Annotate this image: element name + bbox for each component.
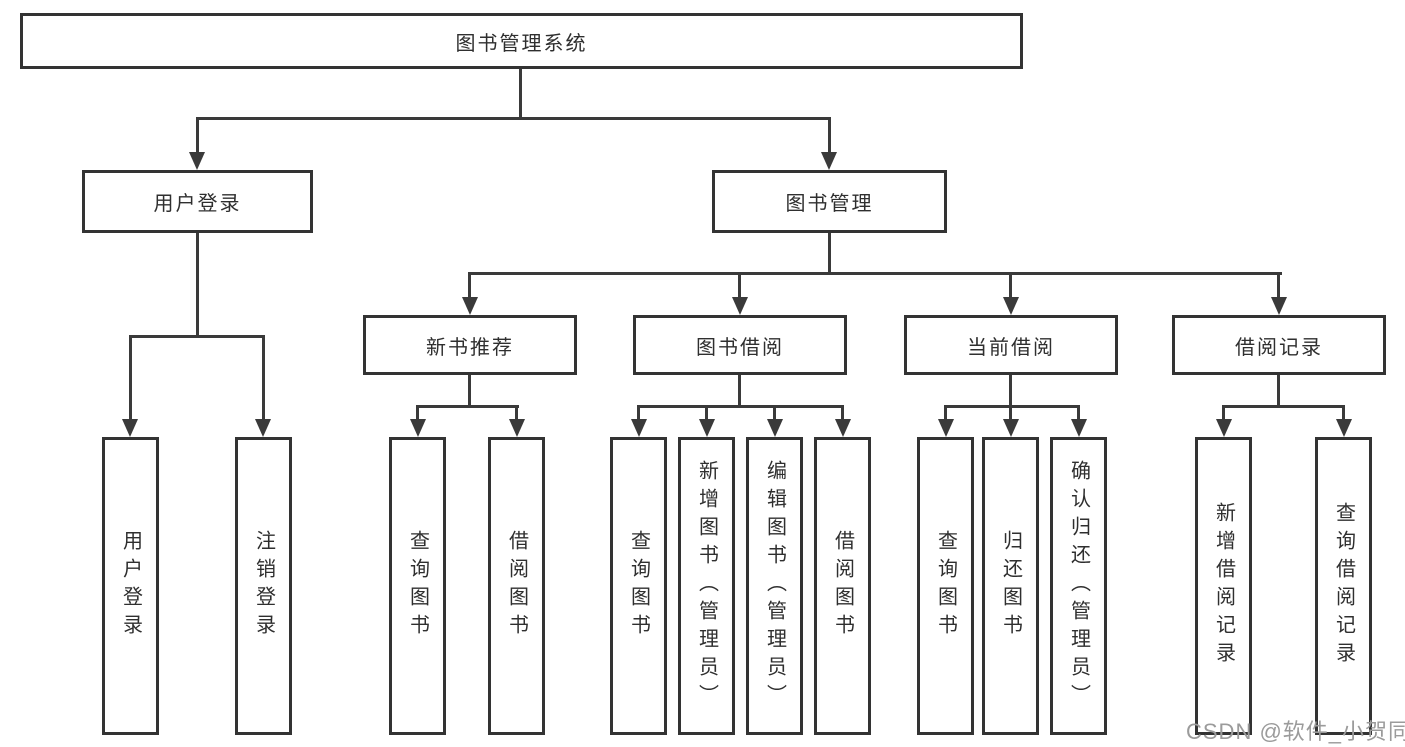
connector-userlogin-hline (129, 335, 265, 338)
connector-current-hline (944, 405, 1080, 408)
connector-bookmgmt-stub (828, 233, 831, 275)
leaf-add-books-admin-label: 新增图书（管理员） (695, 460, 718, 712)
connector-drop-leaf5 (637, 405, 640, 420)
leaf-user-login: 用户登录 (102, 437, 159, 735)
node-book-borrow-label: 图书借阅 (696, 336, 784, 359)
connector-newbooks-hline (416, 405, 519, 408)
connector-drop-bookmgmt (828, 117, 831, 153)
leaf-confirm-return-admin-label: 确认归还（管理员） (1067, 460, 1090, 712)
connector-drop-leaf13 (1342, 405, 1345, 420)
arrow-down-icon (699, 419, 715, 437)
arrow-down-icon (1271, 297, 1287, 315)
connector-borrow-stub (738, 375, 741, 408)
leaf-logout: 注销登录 (235, 437, 292, 735)
arrow-down-icon (1216, 419, 1232, 437)
leaf-query-books-recommend-label: 查询图书 (406, 530, 429, 642)
arrow-down-icon (189, 152, 205, 170)
leaf-query-books-current: 查询图书 (917, 437, 974, 735)
connector-borrow-hline (637, 405, 844, 408)
connector-drop-borrow (738, 272, 741, 298)
connector-drop-leaf3 (416, 405, 419, 420)
leaf-edit-books-admin-label: 编辑图书（管理员） (763, 460, 786, 712)
node-user-login-label: 用户登录 (153, 193, 242, 215)
arrow-down-icon (835, 419, 851, 437)
connector-root-stub (519, 69, 522, 119)
node-new-book-recommend-label: 新书推荐 (426, 336, 514, 359)
arrow-down-icon (767, 419, 783, 437)
leaf-query-books-recommend: 查询图书 (389, 437, 446, 735)
connector-drop-leaf1 (129, 335, 132, 420)
leaf-return-books-label: 归还图书 (999, 530, 1022, 642)
arrow-down-icon (1003, 419, 1019, 437)
connector-drop-leaf11 (1077, 405, 1080, 420)
arrow-down-icon (410, 419, 426, 437)
node-root-label: 图书管理系统 (455, 32, 588, 55)
leaf-add-borrow-record: 新增借阅记录 (1195, 437, 1252, 735)
arrow-down-icon (1336, 419, 1352, 437)
connector-drop-records (1277, 272, 1280, 298)
node-book-management: 图书管理 (712, 170, 947, 233)
connector-bookmgmt-hline (468, 272, 1282, 275)
arrow-down-icon (938, 419, 954, 437)
connector-drop-newbooks (468, 272, 471, 298)
connector-drop-leaf8 (841, 405, 844, 420)
node-root: 图书管理系统 (20, 13, 1023, 69)
leaf-confirm-return-admin: 确认归还（管理员） (1050, 437, 1107, 735)
node-borrow-records: 借阅记录 (1172, 315, 1386, 375)
leaf-logout-label: 注销登录 (252, 530, 275, 642)
connector-drop-leaf6 (705, 405, 708, 420)
leaf-borrow-books-label: 借阅图书 (831, 530, 854, 642)
leaf-query-books-borrow-label: 查询图书 (627, 530, 650, 642)
connector-records-stub (1277, 375, 1280, 408)
arrow-down-icon (509, 419, 525, 437)
arrow-down-icon (1071, 419, 1087, 437)
leaf-borrow-books-recommend: 借阅图书 (488, 437, 545, 735)
connector-root-hline (196, 117, 831, 120)
node-book-borrow: 图书借阅 (633, 315, 847, 375)
arrow-down-icon (255, 419, 271, 437)
leaf-add-borrow-record-label: 新增借阅记录 (1212, 502, 1235, 670)
leaf-query-books-current-label: 查询图书 (934, 530, 957, 642)
node-user-login: 用户登录 (82, 170, 313, 233)
leaf-borrow-books: 借阅图书 (814, 437, 871, 735)
arrow-down-icon (631, 419, 647, 437)
node-new-book-recommend: 新书推荐 (363, 315, 577, 375)
leaf-edit-books-admin: 编辑图书（管理员） (746, 437, 803, 735)
connector-drop-leaf2 (262, 335, 265, 420)
leaf-user-login-label: 用户登录 (119, 530, 142, 642)
connector-drop-leaf7 (773, 405, 776, 420)
connector-drop-leaf10 (1009, 405, 1012, 420)
arrow-down-icon (462, 297, 478, 315)
connector-current-stub (1009, 375, 1012, 408)
node-book-management-label: 图书管理 (785, 193, 874, 215)
leaf-return-books: 归还图书 (982, 437, 1039, 735)
arrow-down-icon (122, 419, 138, 437)
leaf-borrow-books-recommend-label: 借阅图书 (505, 530, 528, 642)
arrow-down-icon (821, 152, 837, 170)
connector-drop-userlogin (196, 117, 199, 153)
leaf-query-borrow-record: 查询借阅记录 (1315, 437, 1372, 735)
csdn-watermark: CSDN @软件_小贺同学 (1186, 719, 1405, 744)
node-borrow-records-label: 借阅记录 (1235, 336, 1323, 359)
connector-drop-leaf4 (515, 405, 518, 420)
connector-drop-current (1009, 272, 1012, 298)
connector-drop-leaf9 (944, 405, 947, 420)
connector-records-hline (1222, 405, 1345, 408)
connector-drop-leaf12 (1222, 405, 1225, 420)
node-current-borrow: 当前借阅 (904, 315, 1118, 375)
connector-newbooks-stub (468, 375, 471, 408)
leaf-add-books-admin: 新增图书（管理员） (678, 437, 735, 735)
leaf-query-borrow-record-label: 查询借阅记录 (1332, 502, 1355, 670)
leaf-query-books-borrow: 查询图书 (610, 437, 667, 735)
node-current-borrow-label: 当前借阅 (967, 336, 1055, 359)
connector-userlogin-stub (196, 233, 199, 338)
arrow-down-icon (1003, 297, 1019, 315)
arrow-down-icon (732, 297, 748, 315)
